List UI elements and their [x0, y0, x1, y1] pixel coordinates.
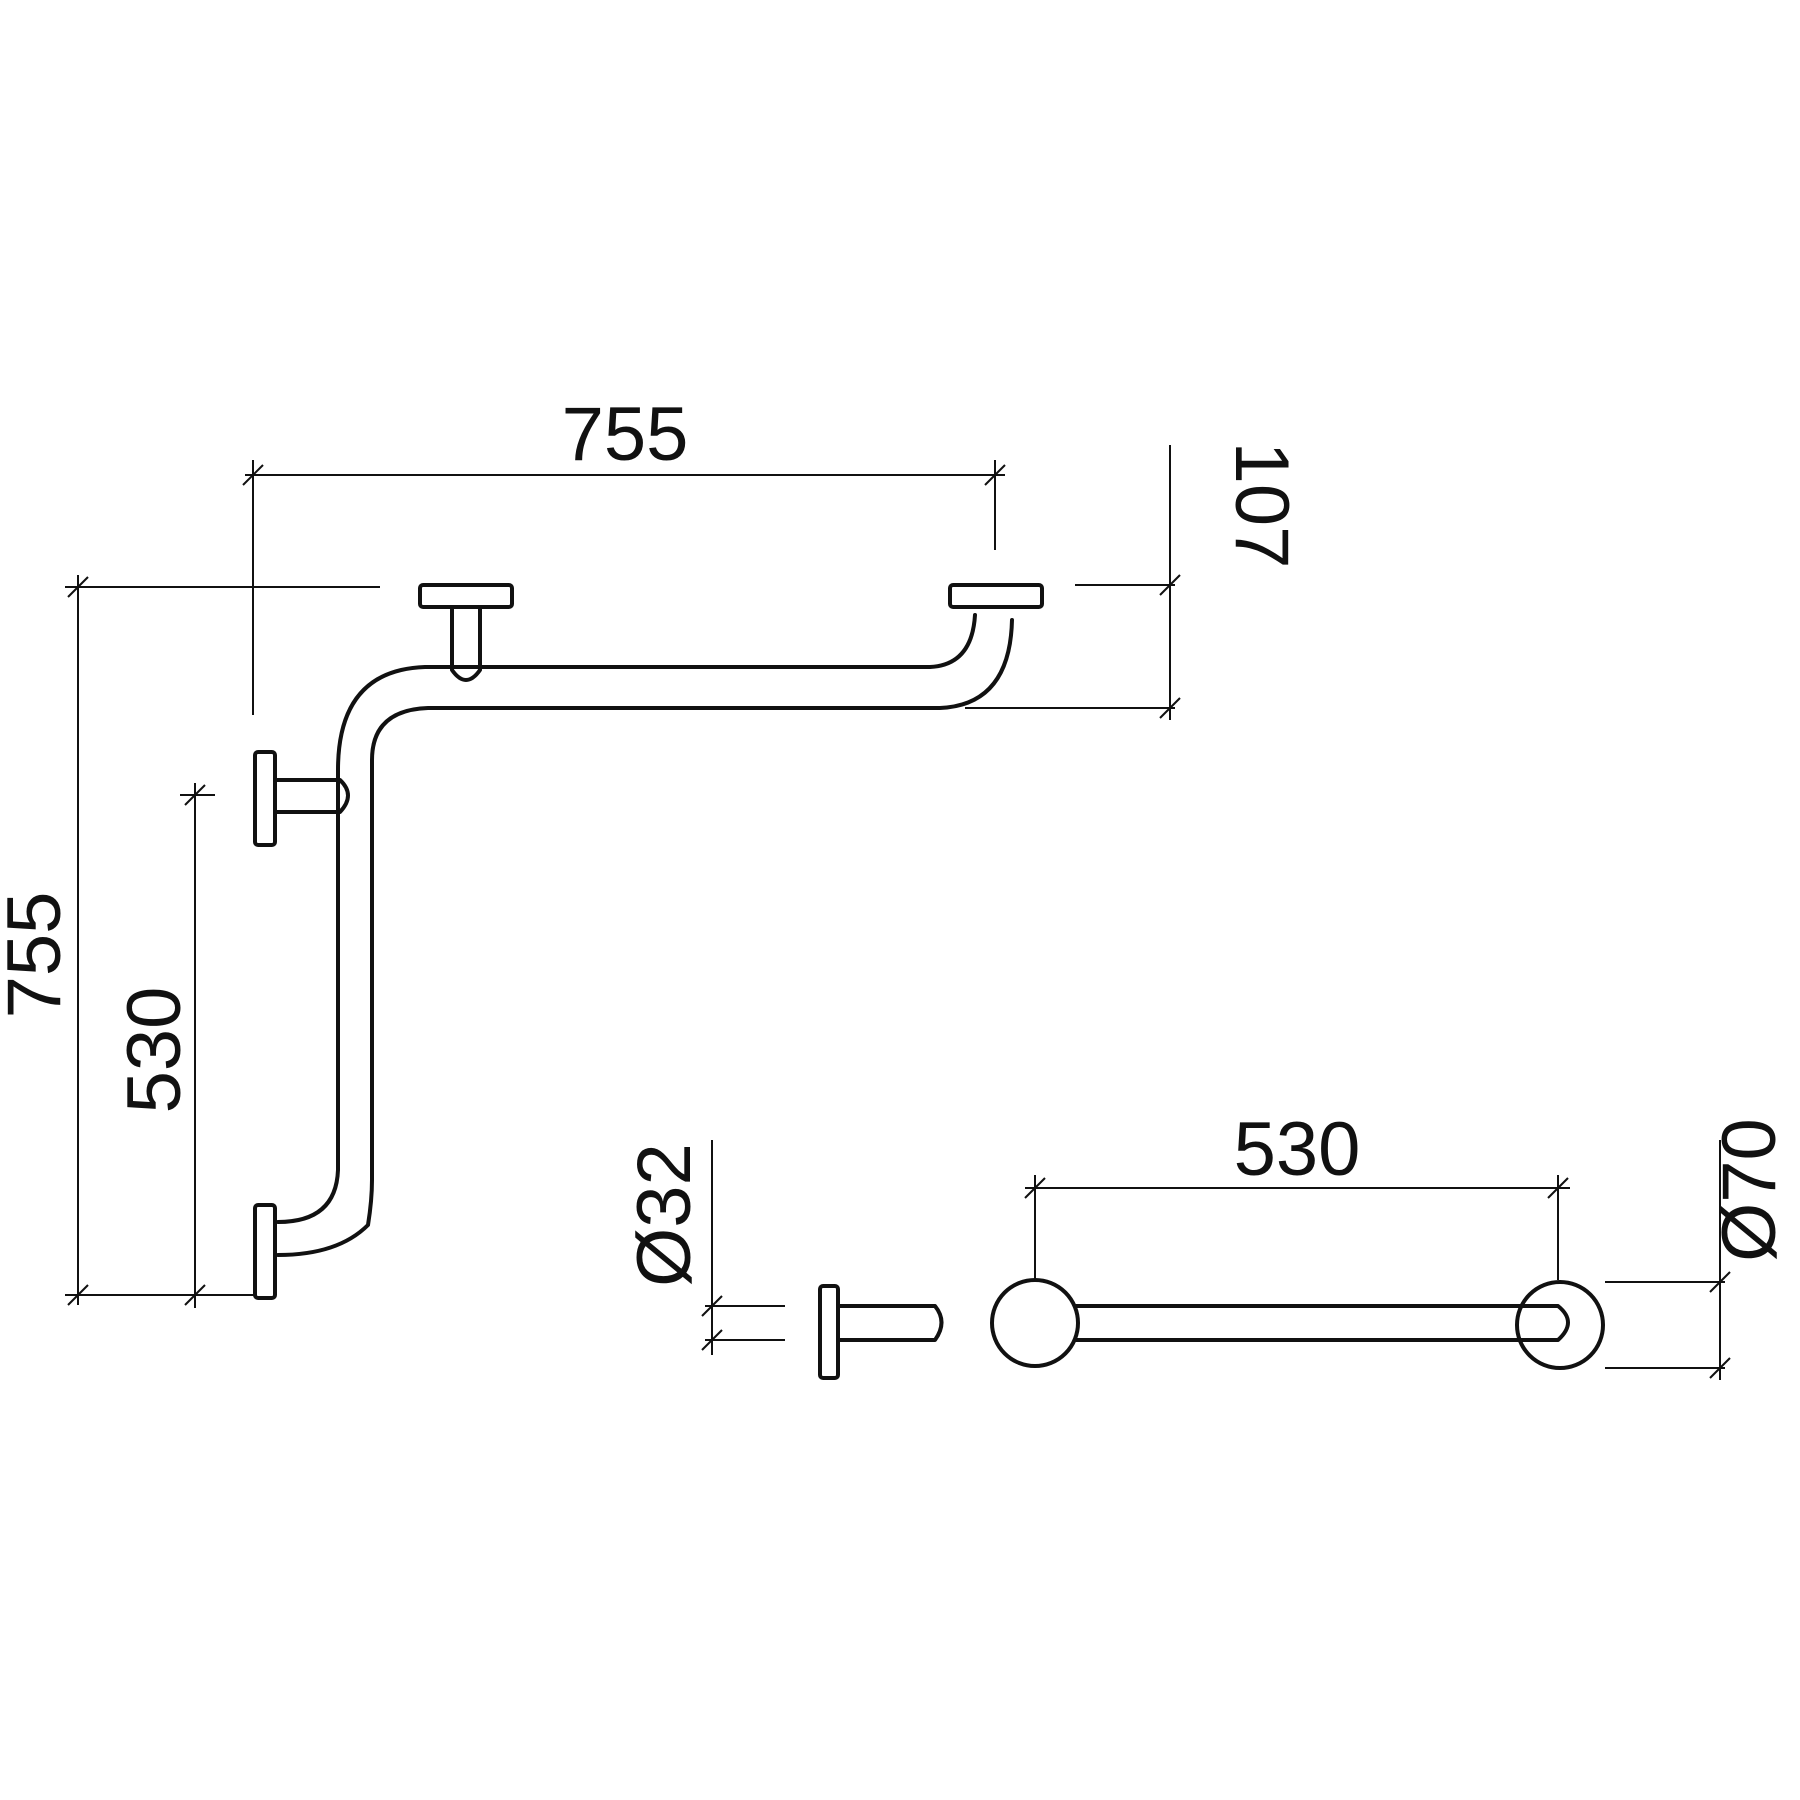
top-right-flange — [948, 583, 1044, 609]
top-right-mount — [948, 583, 1044, 609]
dim-projection: 107 — [965, 442, 1304, 720]
dim-mount-spacing-horizontal: 530 — [1024, 1107, 1570, 1280]
top-width-label: 755 — [562, 392, 689, 477]
flange-diameter-label: Ø70 — [1707, 1118, 1792, 1262]
middle-left-post — [273, 778, 350, 814]
bottom-left-mount — [253, 1203, 277, 1300]
straight-bar-wall-flange — [818, 1284, 840, 1380]
straight-bar-left-rosette — [990, 1278, 1080, 1368]
mount-spacing-horizontal-label: 530 — [1234, 1107, 1361, 1192]
middle-left-mount — [253, 750, 350, 847]
dim-tube-diameter: Ø32 — [622, 1140, 785, 1355]
corner-grab-bar — [253, 583, 1044, 1300]
top-left-mount — [418, 583, 514, 682]
dim-total-height: 755 — [0, 575, 380, 1306]
tube-diameter-label: Ø32 — [622, 1143, 707, 1287]
top-left-flange — [418, 583, 514, 609]
corner-bar-tube-outer — [276, 618, 1014, 1257]
straight-grab-bar — [818, 1278, 1605, 1380]
straight-bar-post — [836, 1304, 944, 1342]
straight-bar-right-rosette — [1515, 1280, 1605, 1370]
middle-left-flange — [253, 750, 277, 847]
mount-spacing-vertical-label: 530 — [112, 987, 197, 1114]
dim-mount-spacing-vertical: 530 — [112, 783, 215, 1308]
dim-top-width: 755 — [242, 392, 1006, 715]
projection-label: 107 — [1219, 442, 1304, 569]
total-height-label: 755 — [0, 892, 77, 1019]
straight-bar-tube-end — [1523, 1304, 1570, 1342]
dim-flange-diameter: Ø70 — [1605, 1118, 1792, 1380]
corner-bar-tube-inner — [276, 613, 977, 1224]
bottom-left-flange — [253, 1203, 277, 1300]
top-left-post — [450, 605, 482, 682]
